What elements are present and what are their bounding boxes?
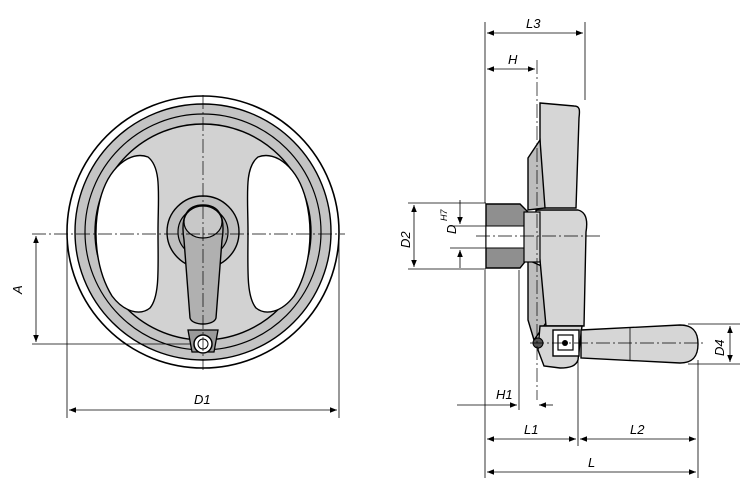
label-d2: D2 bbox=[398, 231, 413, 248]
dimension-l1-l2: L1 L2 bbox=[484, 270, 699, 478]
dimension-d1: D1 bbox=[66, 240, 340, 418]
dimension-d: D H7 bbox=[439, 200, 486, 268]
label-d: D bbox=[444, 225, 459, 234]
label-l: L bbox=[588, 455, 595, 470]
hub-bore-section bbox=[485, 225, 527, 249]
label-h1: H1 bbox=[496, 387, 513, 402]
handle-ring bbox=[523, 211, 541, 263]
label-a: A bbox=[10, 285, 25, 295]
label-h: H bbox=[508, 52, 518, 67]
front-view: A D1 bbox=[10, 95, 345, 418]
label-l1: L1 bbox=[524, 422, 538, 437]
dimension-l: L bbox=[487, 455, 696, 475]
label-d1: D1 bbox=[194, 392, 211, 407]
label-d4: D4 bbox=[712, 339, 727, 356]
dimension-l3: L3 bbox=[484, 16, 586, 203]
spoke-section bbox=[527, 137, 546, 211]
dimension-h1: H1 bbox=[457, 270, 553, 410]
handle-grip bbox=[580, 324, 699, 364]
rim-section-upper bbox=[539, 102, 581, 209]
label-l2: L2 bbox=[630, 422, 645, 437]
dimension-d4: D4 bbox=[688, 323, 740, 365]
side-view: L3 H D2 D H7 D4 bbox=[398, 16, 740, 478]
label-d-tolerance: H7 bbox=[439, 209, 449, 221]
dimension-h: H bbox=[487, 52, 535, 72]
dimension-d2: D2 bbox=[398, 202, 486, 270]
handle-body-section bbox=[535, 209, 588, 327]
dimension-a: A bbox=[10, 236, 39, 342]
label-l3: L3 bbox=[526, 16, 541, 31]
